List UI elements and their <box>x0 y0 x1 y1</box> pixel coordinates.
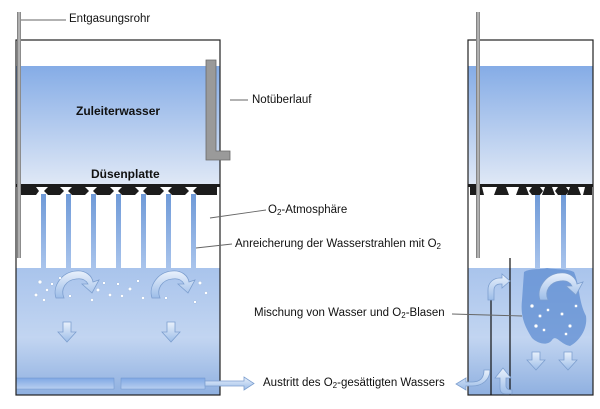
degassing-pipe-right <box>476 12 480 258</box>
bubbles-right <box>529 303 578 336</box>
degassing-pipe <box>17 12 21 258</box>
label-feed-water: Zuleiterwasser <box>76 104 161 118</box>
right-tank-outline <box>467 39 594 396</box>
curved-arrow-lower <box>494 367 513 395</box>
leader-lines <box>21 19 523 317</box>
water-jets-right <box>535 194 566 268</box>
label-outlet: Austritt des O2-gesättigten Wassers <box>263 377 445 390</box>
label-overflow: Notüberlauf <box>252 94 312 106</box>
right-tank <box>455 12 594 396</box>
curved-arrow-upper <box>487 273 511 301</box>
overflow-pipe <box>205 59 231 161</box>
nozzle-plate-right <box>468 184 593 195</box>
feed-water-area-right <box>468 66 593 184</box>
outlet-arrow-right <box>455 369 491 391</box>
label-jet-enrichment: Anreicherung der Wasserstrahlen mit O2 <box>235 238 441 251</box>
left-tank <box>15 12 255 396</box>
outlet-arrow-left <box>204 376 255 391</box>
label-mixing: Mischung von Wasser und O2-Blasen <box>254 307 445 320</box>
left-tank-outline <box>15 39 221 396</box>
bubbles-left <box>33 276 208 304</box>
down-arrows-left <box>57 321 181 343</box>
feed-water-area <box>16 66 220 184</box>
down-arrows-right <box>526 351 578 371</box>
label-o2-atmosphere: O2-Atmosphäre <box>268 204 348 217</box>
swirl-arrow-right <box>538 272 584 301</box>
label-nozzle-plate: Düsenplatte <box>91 167 160 181</box>
outlet-channel-1 <box>15 377 115 390</box>
label-degassing-pipe: Entgasungsrohr <box>69 13 151 25</box>
nozzle-plate-left <box>16 184 220 195</box>
outlet-channel-2 <box>120 377 206 390</box>
swirl-arrows-left <box>54 270 196 299</box>
water-jets-left <box>41 194 196 268</box>
